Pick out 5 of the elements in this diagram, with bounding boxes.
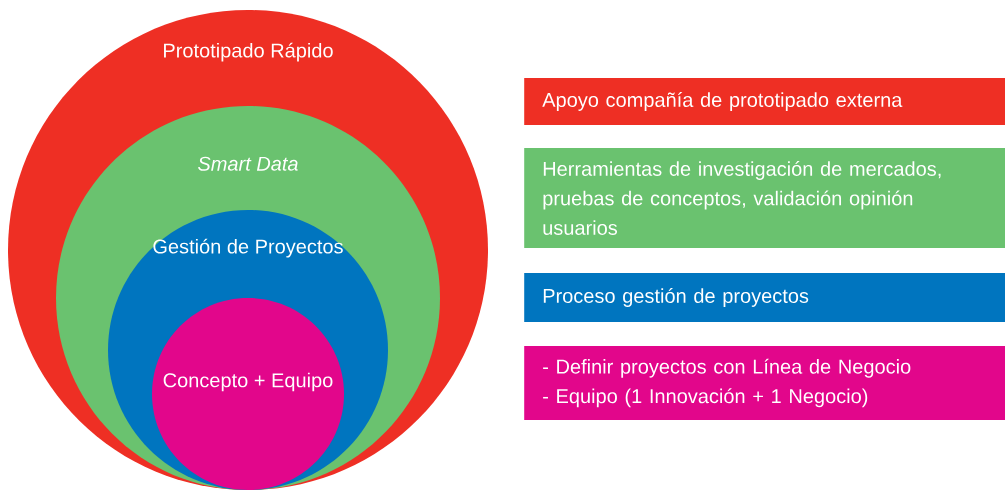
info-box: Apoyo compañía de prototipado externa: [524, 78, 1005, 125]
info-box: - Definir proyectos con Línea de Negocio - Equipo (1 Innovación + 1 Negocio): [524, 346, 1005, 420]
circle-band: Concepto + Equipo: [152, 298, 344, 490]
info-box: Proceso gestión de proyectos: [524, 273, 1005, 322]
info-box: Herramientas de investigación de mercados, pruebas de conceptos, validación opinión usuarios: [524, 148, 1005, 248]
